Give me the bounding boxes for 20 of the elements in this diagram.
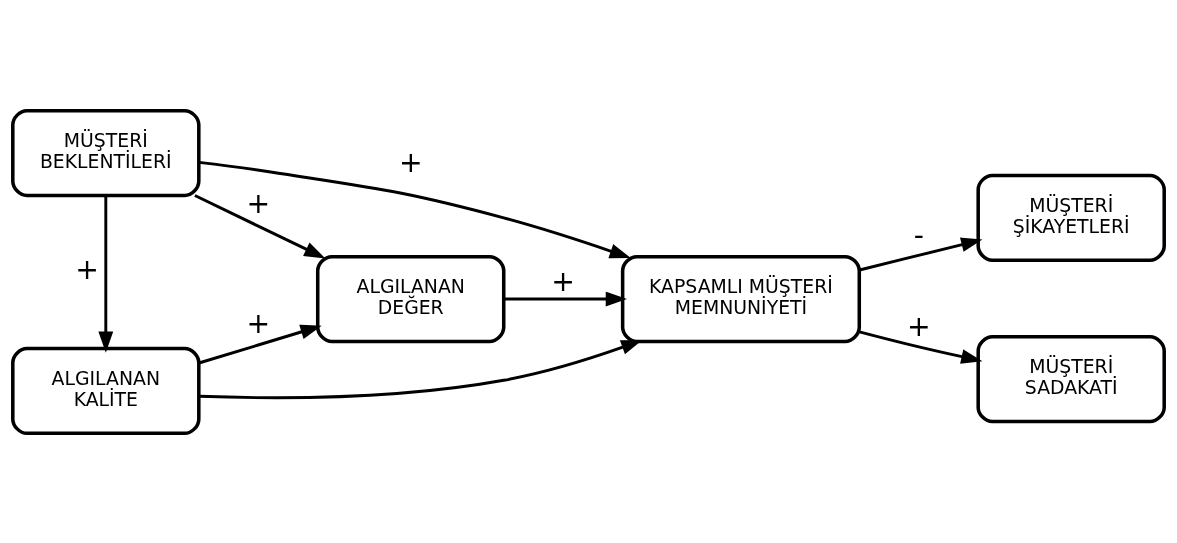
node-box: MÜŞTERİ SADAKATİ [976, 334, 1166, 423]
arrow [859, 329, 983, 364]
node-box: ALGILANAN KALİTE [11, 346, 201, 435]
edge-label: + [246, 186, 271, 220]
arrow [859, 236, 983, 271]
edge-label: + [551, 264, 576, 298]
node-box: KAPSAMLI MÜŞTERİ MEMNUNİYETİ [620, 254, 862, 343]
arrow [198, 324, 322, 364]
arrow [98, 195, 114, 353]
node-box: MÜŞTERİ BEKLENTİLERİ [11, 108, 201, 197]
edge-label: + [75, 252, 99, 286]
edge-label: - [913, 218, 924, 252]
edge-label: + [906, 309, 931, 343]
arrow [504, 291, 627, 306]
node-box: ALGILANAN DEĞER [315, 254, 506, 343]
arrow [198, 160, 631, 258]
edge-label: + [398, 145, 423, 179]
edge-label: + [246, 306, 271, 340]
node-box: MÜŞTERİ ŞİKAYETLERİ [976, 173, 1166, 262]
arrow [194, 193, 326, 258]
